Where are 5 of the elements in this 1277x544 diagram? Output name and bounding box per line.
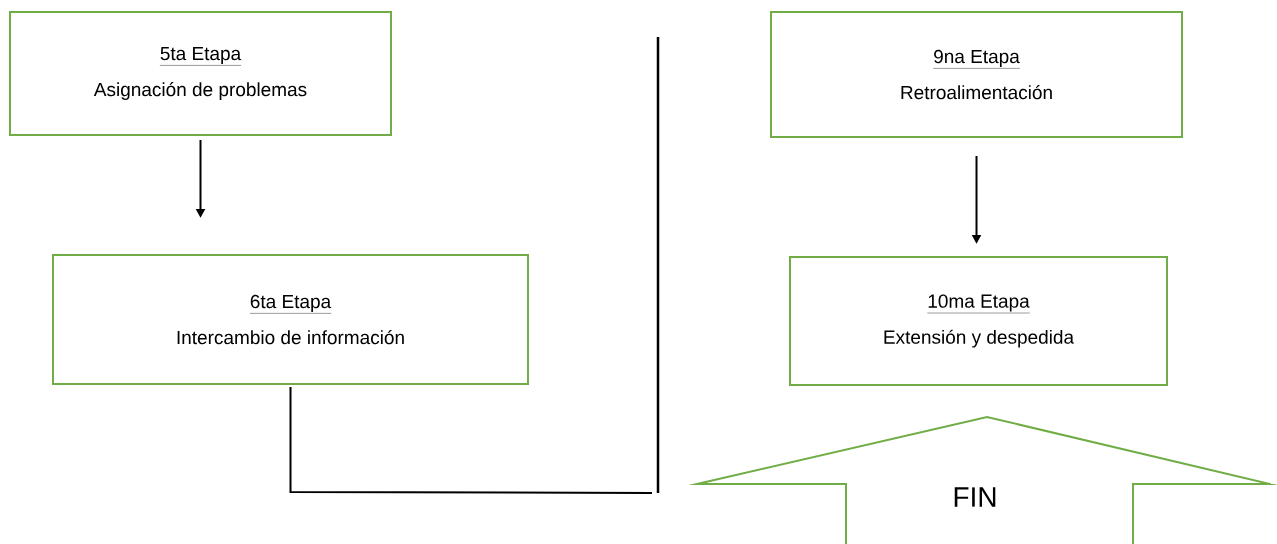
stage-box: 5ta Etapa Asignación de problemas <box>9 11 392 136</box>
stage-box: 9na Etapa Retroalimentación <box>770 11 1183 138</box>
stage-box: 6ta Etapa Intercambio de información <box>52 254 529 385</box>
stage-box: 10ma Etapa Extensión y despedida <box>789 256 1168 386</box>
connector-line <box>289 386 653 494</box>
